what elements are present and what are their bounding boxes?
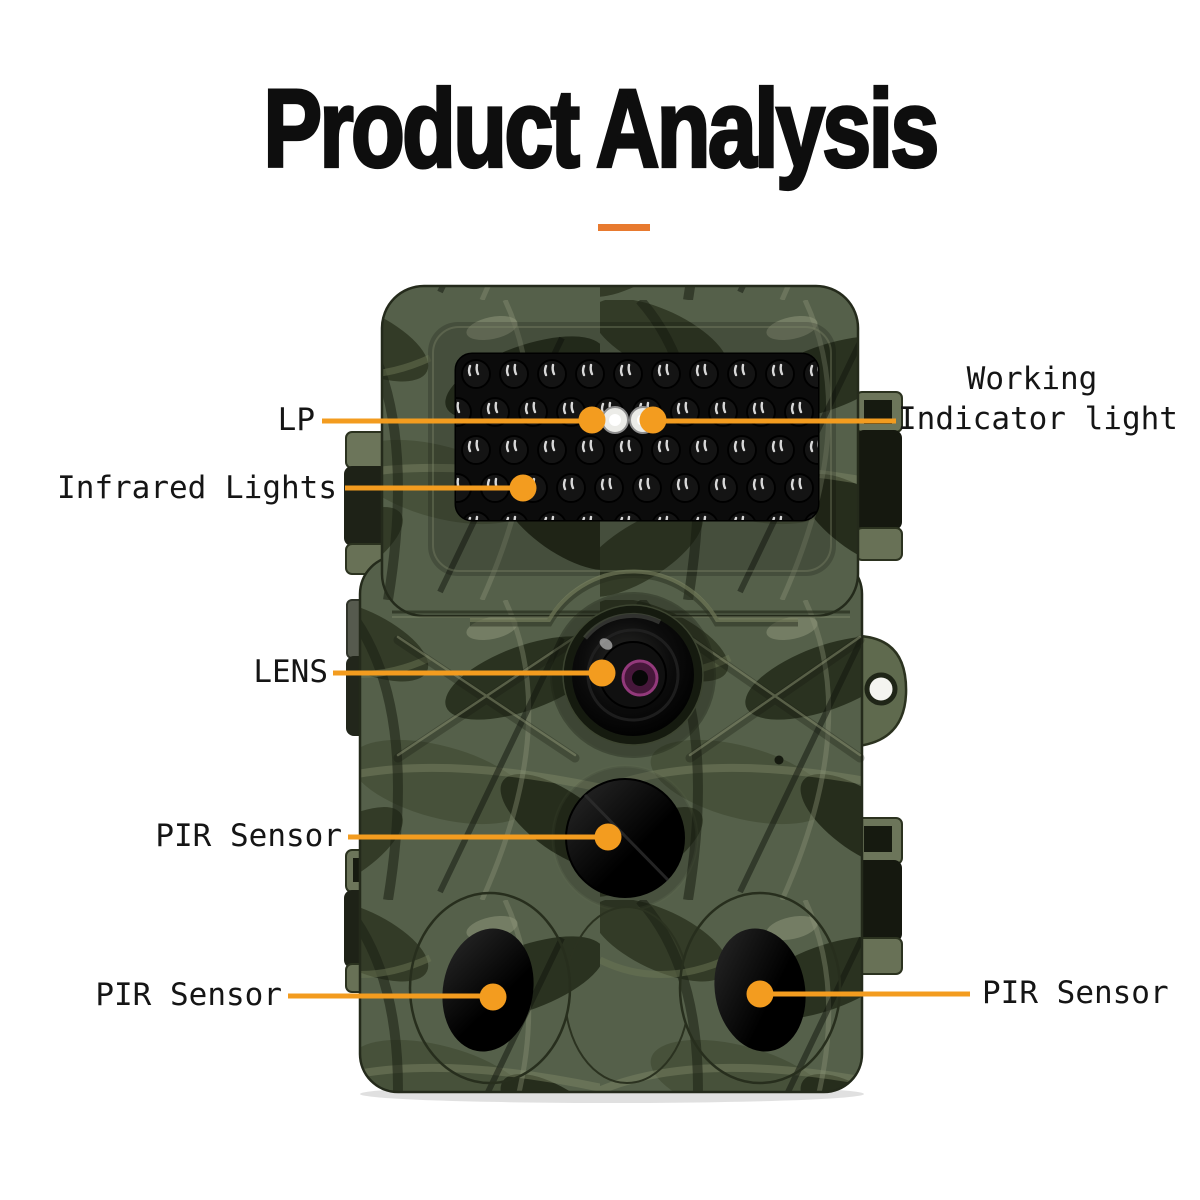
lp-led-core <box>609 414 621 426</box>
callout-dot-infrared-lights <box>509 474 537 502</box>
strap-latch-right-bottom <box>855 817 903 975</box>
lens-arch-ridge <box>470 569 798 627</box>
microphone-hole <box>774 755 784 765</box>
pir-housing-center-bump <box>564 906 690 1084</box>
callout-dot-pir-bottom-right <box>746 980 774 1008</box>
callout-label-working-indicator: Working Indicator light <box>898 359 1178 439</box>
pir-sensor-center-window <box>551 764 699 912</box>
page-title: Product Analysis <box>262 67 941 191</box>
callout-label-pir-bottom-left: PIR Sensor <box>95 977 282 1013</box>
callout-dot-working-indicator <box>639 406 667 434</box>
callout-label-pir-middle: PIR Sensor <box>155 818 342 854</box>
callout-label-lens: LENS <box>253 654 328 690</box>
callout-dot-pir-bottom-left <box>479 983 507 1011</box>
callout-dot-pir-middle <box>594 823 622 851</box>
callout-label-infrared-lights: Infrared Lights <box>57 470 337 506</box>
lens-pupil <box>632 670 648 686</box>
title-underline-dash <box>598 224 650 231</box>
callout-label-lp: LP <box>277 402 315 438</box>
ir-led-grid <box>456 354 818 520</box>
body-ridges <box>393 635 865 763</box>
callout-dot-lens <box>588 659 616 687</box>
strap-latch-right-top <box>855 391 903 561</box>
callout-label-working-indicator-line2: Indicator light <box>898 401 1178 437</box>
mounting-hole <box>864 672 898 706</box>
trail-camera <box>344 284 908 1103</box>
callout-lines <box>288 406 970 1011</box>
callout-label-working-indicator-line1: Working <box>966 361 1098 397</box>
mounting-ear <box>856 634 908 748</box>
camera-lens <box>550 592 716 758</box>
callout-label-pir-bottom-right: PIR Sensor <box>982 975 1169 1011</box>
callout-dot-lp <box>578 406 606 434</box>
lens-specular-highlight <box>599 638 613 650</box>
